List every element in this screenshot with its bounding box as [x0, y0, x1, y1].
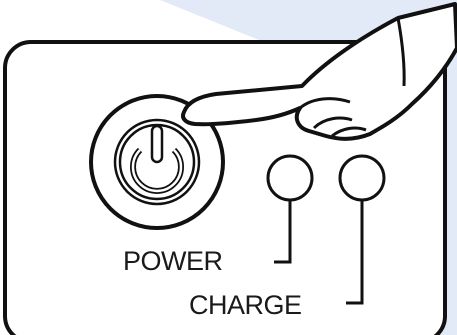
charge-label: CHARGE: [189, 290, 302, 320]
power-symbol-icon: [130, 124, 184, 194]
pointing-hand-icon: [181, 2, 457, 141]
power-label: POWER: [123, 246, 223, 276]
charge-led: [338, 154, 386, 202]
power-button: [89, 94, 225, 230]
charge-leader-line: [346, 200, 364, 305]
power-leader-line: [274, 200, 292, 264]
power-led: [266, 154, 314, 202]
